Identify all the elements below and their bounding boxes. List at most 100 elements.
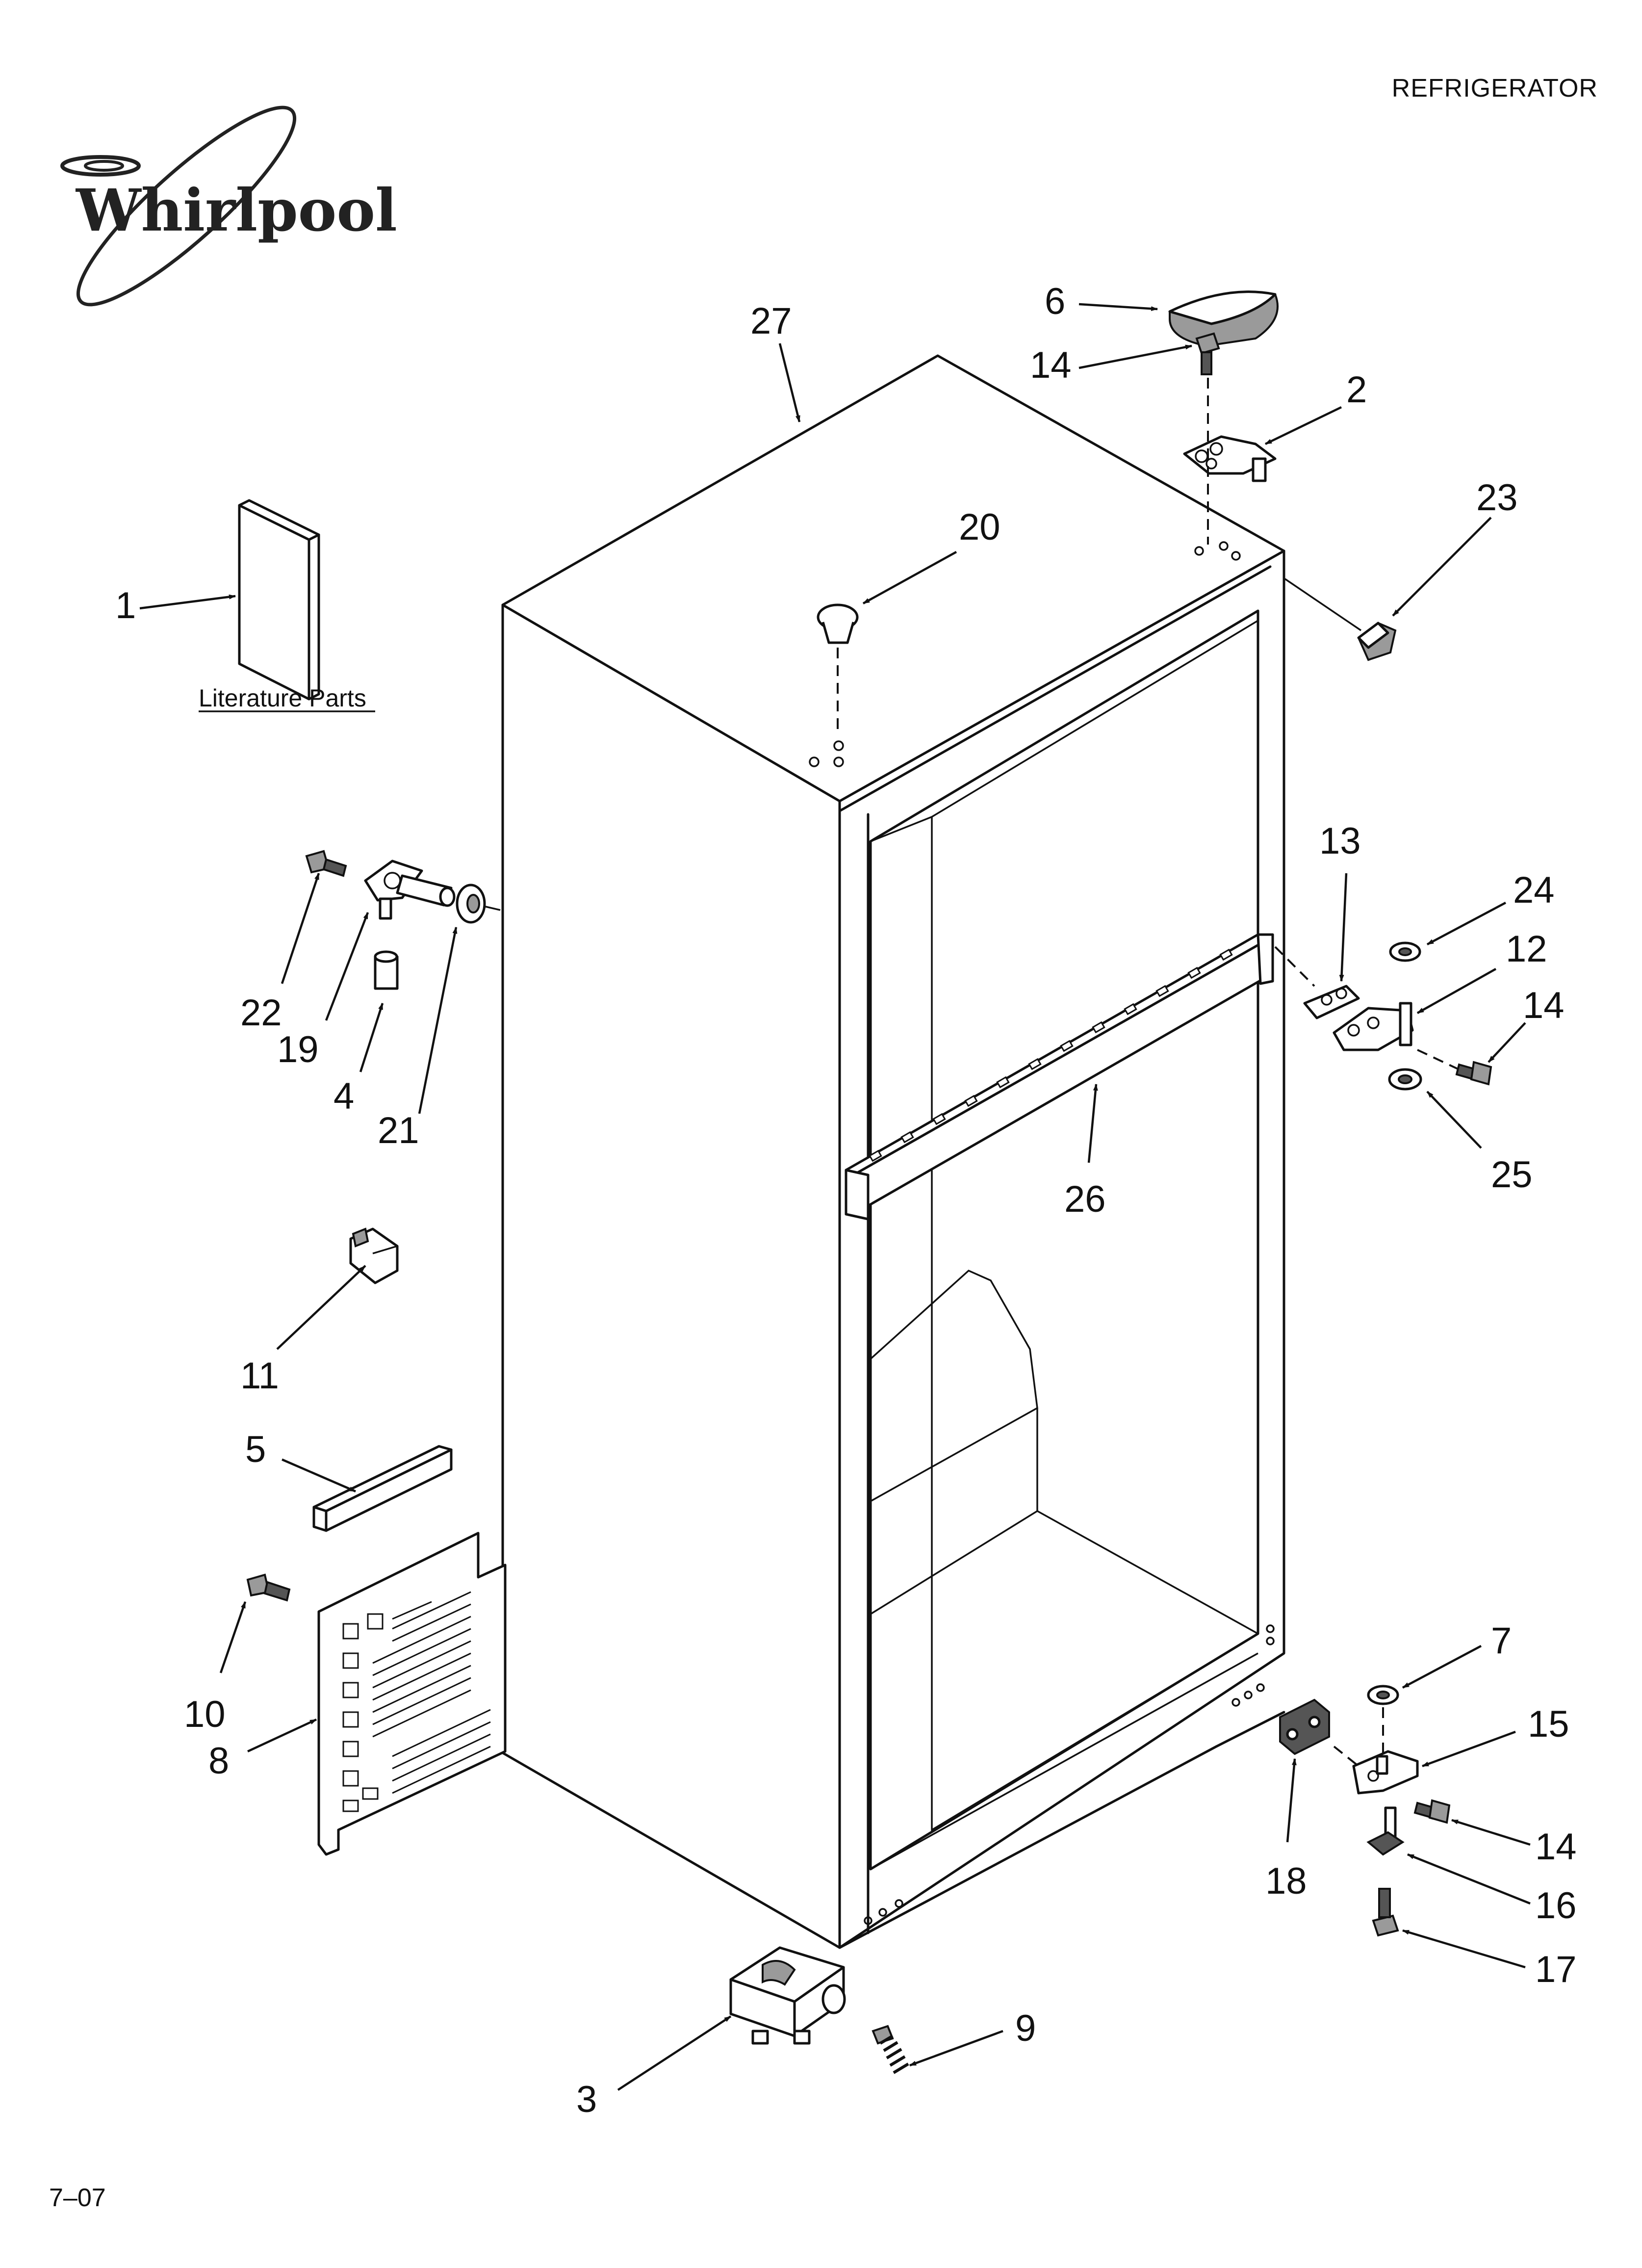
hinge-mount-hole xyxy=(1266,1637,1275,1645)
leader-14a xyxy=(1078,344,1192,369)
bar-end xyxy=(312,1506,328,1532)
callout-16: 16 xyxy=(1535,1885,1577,1927)
screw-shank xyxy=(322,858,347,877)
callout-27: 27 xyxy=(750,300,792,342)
part-23-hinge-cap xyxy=(1284,578,1397,661)
center-rail xyxy=(845,933,1274,1221)
callout-26: 26 xyxy=(1064,1178,1106,1220)
bottom-hinge-dashed-line xyxy=(1333,1746,1360,1767)
base-hole xyxy=(895,1899,903,1908)
part-21-washer xyxy=(456,884,501,924)
leader-10 xyxy=(219,1601,247,1673)
leader-21 xyxy=(418,927,458,1114)
callout-labels: 27 6 14 2 23 20 1 22 19 4 21 13 24 12 14… xyxy=(115,281,1577,2120)
leader-25 xyxy=(1426,1091,1482,1149)
logo-swirl-mark-inner xyxy=(84,160,124,172)
part-15-bottom-hinge xyxy=(1352,1750,1419,1795)
callout-14-top: 14 xyxy=(1030,344,1072,386)
screw-shank xyxy=(263,1581,291,1602)
part-14-screw-center xyxy=(1417,1049,1492,1086)
leader-7 xyxy=(1402,1645,1482,1689)
callout-14-mid: 14 xyxy=(1523,985,1565,1026)
callout-20: 20 xyxy=(959,506,1001,548)
callout-13: 13 xyxy=(1319,820,1361,862)
leader-9 xyxy=(909,2030,1003,2067)
liner-left-edge xyxy=(870,816,932,842)
leader-14c xyxy=(1451,1819,1531,1846)
logo-swirl-icon xyxy=(76,105,297,307)
callout-21: 21 xyxy=(378,1110,419,1151)
leader-16 xyxy=(1407,1853,1531,1905)
bushing-top xyxy=(374,950,398,963)
hinge-cap-face xyxy=(1357,622,1389,649)
screw-thread xyxy=(879,2034,909,2074)
leader-23 xyxy=(1392,517,1492,617)
liner-step-upper xyxy=(870,1269,1038,1502)
callout-5: 5 xyxy=(245,1429,266,1470)
leveler-base xyxy=(1366,1831,1405,1856)
hinge-pin xyxy=(1252,457,1267,482)
callout-8: 8 xyxy=(208,1740,229,1782)
screw-head-icon xyxy=(1470,1061,1492,1086)
callout-1: 1 xyxy=(115,585,136,626)
leader-arrows xyxy=(139,303,1531,2091)
washer-inner xyxy=(1376,1691,1390,1699)
callout-19: 19 xyxy=(277,1029,319,1070)
callout-6: 6 xyxy=(1045,281,1065,322)
bar-front xyxy=(325,1448,453,1532)
hinge-cap-leader xyxy=(1284,578,1361,631)
callout-11: 11 xyxy=(240,1355,279,1397)
literature-parts-caption: Literature Parts xyxy=(199,684,366,712)
base-hole xyxy=(878,1908,887,1917)
top-hole xyxy=(1231,551,1241,561)
leader-12 xyxy=(1416,968,1497,1014)
leader-22 xyxy=(281,873,320,984)
leader-8 xyxy=(247,1718,317,1753)
leader-4 xyxy=(359,1003,384,1072)
top-hole xyxy=(1219,541,1229,551)
top-hole xyxy=(833,756,844,767)
callout-7: 7 xyxy=(1491,1620,1512,1662)
callout-2: 2 xyxy=(1346,369,1367,411)
part-10-screw xyxy=(246,1573,291,1602)
leader-6 xyxy=(1078,303,1158,312)
part-24-washer xyxy=(1389,941,1421,962)
leader-1 xyxy=(139,594,236,610)
callout-12: 12 xyxy=(1506,928,1547,970)
liner-floor xyxy=(870,1510,1258,1635)
clip-edge xyxy=(372,1245,398,1254)
leader-19 xyxy=(325,912,369,1021)
callout-14-bottom: 14 xyxy=(1535,1826,1577,1868)
hinge-cover-top xyxy=(1168,290,1277,325)
bracket-pin-end xyxy=(439,886,456,907)
part-12-center-hinge xyxy=(1333,1002,1414,1051)
top-hole xyxy=(809,756,820,767)
callout-4: 4 xyxy=(334,1075,354,1117)
washer-inner xyxy=(1398,1074,1412,1084)
logo-swirl-mark-outer xyxy=(60,155,141,177)
washer-inner xyxy=(466,894,480,913)
leader-5 xyxy=(282,1458,356,1493)
literature-booklet-spine xyxy=(308,533,320,701)
part-13-hinge-shim xyxy=(1303,985,1360,1019)
leader-3 xyxy=(617,2015,732,2091)
leader-11 xyxy=(276,1265,366,1350)
hinge-hole xyxy=(1367,1770,1379,1782)
block-foot xyxy=(751,2030,769,2045)
part-14-screw-bottom xyxy=(1413,1799,1451,1824)
screw-shank xyxy=(1201,351,1212,375)
block-foot xyxy=(793,2030,811,2045)
bottom-hinge-pin xyxy=(1376,1755,1388,1775)
callout-24: 24 xyxy=(1513,869,1555,911)
clip-tab xyxy=(352,1227,369,1248)
part-25-washer xyxy=(1388,1068,1422,1091)
part-5-bar xyxy=(312,1445,453,1532)
hinge-hole xyxy=(1367,1017,1380,1029)
callout-3: 3 xyxy=(576,2079,597,2120)
spacer-plate xyxy=(1279,1698,1330,1755)
whirlpool-logo: Whirlpool xyxy=(60,105,397,307)
top-hole xyxy=(833,740,844,751)
part-16-leveler xyxy=(1366,1806,1405,1856)
literature-booklet-top xyxy=(238,499,320,541)
